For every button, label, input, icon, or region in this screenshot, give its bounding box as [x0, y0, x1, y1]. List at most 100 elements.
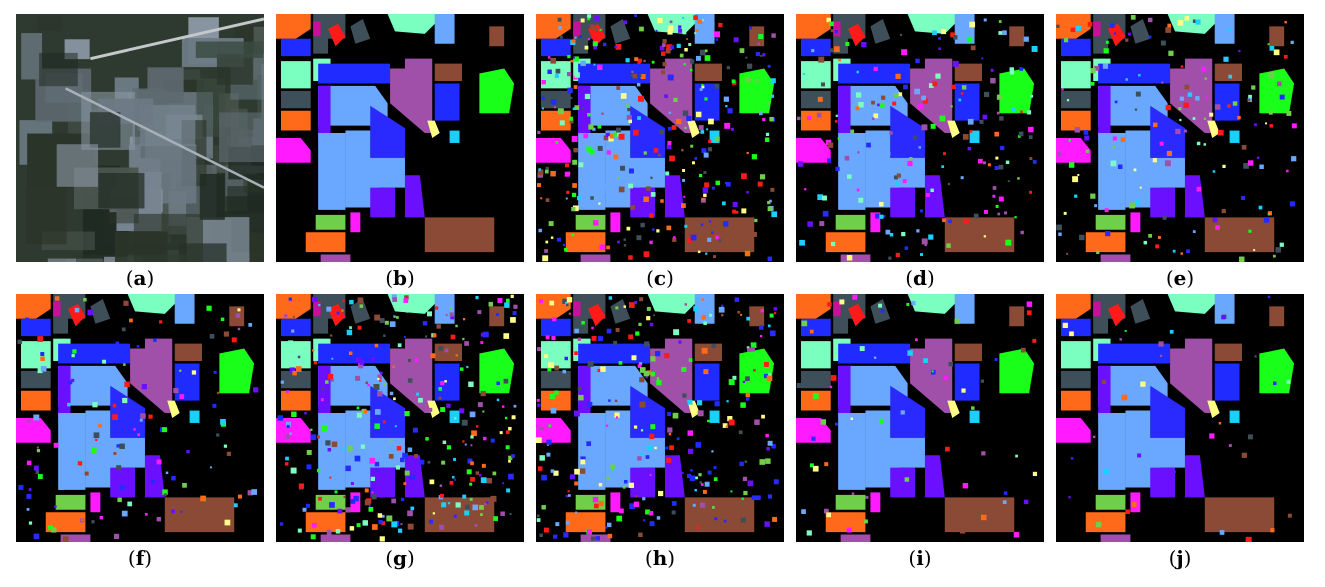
misclassified-pixel	[722, 201, 726, 206]
misclassified-pixel	[1279, 242, 1284, 247]
misclassified-pixel	[828, 21, 834, 27]
misclassified-pixel	[592, 496, 599, 503]
panel-j-svg	[1056, 294, 1304, 542]
misclassified-pixel	[577, 337, 581, 341]
misclassified-pixel	[915, 338, 918, 342]
class-region-violet	[924, 175, 945, 218]
misclassified-pixel	[1026, 301, 1033, 307]
misclassified-pixel	[1113, 32, 1117, 35]
class-region-gray	[350, 18, 371, 44]
misclassified-pixel	[735, 210, 739, 214]
class-region-red	[848, 23, 866, 47]
misclassified-pixel	[615, 416, 619, 419]
class-region-royal	[630, 385, 665, 438]
misclassified-pixel	[1125, 509, 1130, 514]
misclassified-pixel	[611, 467, 614, 471]
class-region-brown	[954, 63, 982, 81]
misclassified-pixel	[636, 82, 641, 87]
misclassified-pixel	[500, 511, 505, 516]
misclassified-pixel	[866, 142, 871, 148]
class-region-cyan	[969, 410, 980, 423]
misclassified-pixel	[1020, 347, 1026, 353]
misclassified-pixel	[368, 504, 371, 507]
misclassified-pixel	[453, 457, 457, 461]
misclassified-pixel	[594, 15, 600, 21]
misclassified-pixel	[643, 251, 650, 258]
misclassified-pixel	[951, 84, 956, 90]
misclassified-pixel	[1005, 239, 1012, 246]
misclassified-pixel	[548, 221, 554, 227]
misclassified-pixel	[651, 60, 655, 64]
misclassified-pixel	[345, 507, 351, 513]
misclassified-pixel	[598, 482, 603, 487]
misclassified-pixel	[470, 435, 474, 439]
misclassified-pixel	[371, 356, 375, 361]
misclassified-pixel	[799, 239, 805, 246]
misclassified-pixel	[536, 437, 542, 444]
misclassified-pixel	[503, 333, 510, 339]
misclassified-pixel	[889, 131, 893, 135]
misclassified-pixel	[1092, 435, 1096, 439]
class-region-royal	[370, 105, 405, 158]
misclassified-pixel	[486, 478, 493, 484]
misclassified-pixel	[1000, 145, 1005, 151]
misclassified-pixel	[506, 488, 511, 493]
class-region-cyan	[1229, 410, 1240, 423]
misclassified-pixel	[501, 405, 505, 408]
misclassified-pixel	[554, 74, 559, 78]
misclassified-pixel	[1090, 68, 1096, 74]
class-region-red	[848, 303, 866, 327]
misclassified-pixel	[1218, 421, 1222, 425]
misclassified-pixel	[1125, 78, 1128, 81]
misclassified-pixel	[1267, 43, 1270, 46]
misclassified-pixel	[758, 325, 764, 330]
class-region-orange	[1060, 390, 1091, 411]
misclassified-pixel	[932, 81, 938, 87]
misclassified-pixel	[952, 35, 958, 40]
misclassified-pixel	[356, 406, 360, 410]
class-region-green	[999, 348, 1035, 394]
class-region-purple	[404, 338, 433, 414]
misclassified-pixel	[51, 527, 57, 533]
misclassified-pixel	[711, 343, 716, 349]
class-region-yellow	[427, 120, 440, 138]
misclassified-pixel	[653, 148, 659, 153]
misclassified-pixel	[827, 302, 832, 307]
misclassified-pixel	[368, 507, 374, 512]
misclassified-pixel	[678, 28, 683, 33]
misclassified-pixel	[33, 414, 40, 421]
class-region-pink	[1056, 418, 1091, 443]
panel-h-caption: (h)	[630, 546, 690, 570]
class-region-blue	[280, 318, 311, 337]
misclassified-pixel	[966, 36, 973, 43]
misclassified-pixel	[1110, 23, 1115, 28]
misclassified-pixel	[973, 213, 979, 219]
class-region-gray	[280, 90, 311, 109]
misclassified-pixel	[557, 113, 561, 117]
misclassified-pixel	[631, 70, 634, 74]
misclassified-pixel	[892, 101, 897, 106]
misclassified-pixel	[310, 428, 313, 431]
misclassified-pixel	[349, 299, 354, 305]
misclassified-pixel	[725, 105, 728, 108]
misclassified-pixel	[343, 495, 346, 499]
misclassified-pixel	[994, 131, 1000, 137]
misclassified-pixel	[233, 503, 238, 508]
class-region-brown	[749, 26, 765, 47]
misclassified-pixel	[578, 162, 584, 168]
misclassified-pixel	[568, 116, 573, 121]
misclassified-pixel	[464, 341, 469, 346]
misclassified-pixel	[688, 448, 694, 454]
misclassified-pixel	[1136, 75, 1141, 79]
misclassified-pixel	[1286, 110, 1292, 116]
misclassified-pixel	[1245, 536, 1252, 542]
misclassified-pixel	[136, 345, 140, 348]
misclassified-pixel	[745, 56, 748, 59]
misclassified-pixel	[1256, 156, 1260, 160]
class-region-aqua	[20, 341, 51, 369]
class-region-orange	[305, 232, 346, 253]
misclassified-pixel	[609, 134, 615, 139]
class-region-brown	[164, 497, 235, 533]
misclassified-pixel	[1068, 139, 1071, 142]
misclassified-pixel	[703, 321, 707, 325]
